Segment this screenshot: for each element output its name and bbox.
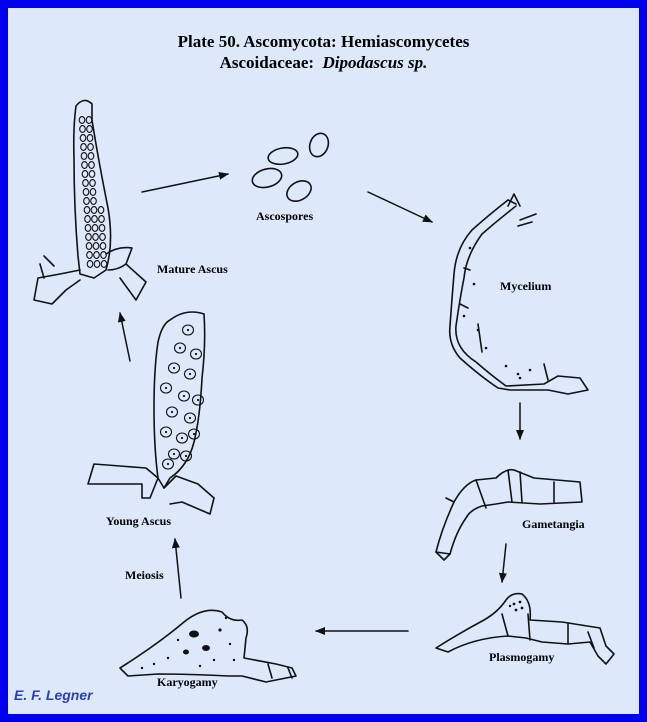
ascospores-drawing [251,132,330,202]
young-ascus-drawing [87,311,215,515]
label-mycelium: Mycelium [500,279,552,293]
label-karyogamy: Karyogamy [157,675,218,689]
family-name: Ascoidaceae: [219,53,315,72]
plate-panel: Plate 50. Ascomycota: Hemiascomycetes As… [8,8,639,714]
mature-ascus-drawing [33,99,147,305]
arrow-to-ascospores [141,171,229,193]
mycelium-drawing [448,193,589,395]
genus-name: Dipodascus sp. [322,53,428,72]
karyogamy-drawing [119,609,297,683]
label-plasmogamy: Plasmogamy [489,650,555,664]
cycle-arrows [117,171,524,635]
label-young-ascus: Young Ascus [106,514,172,528]
life-cycle-drawing [33,99,615,683]
arrow-to-plasmogamy [498,543,507,583]
label-mature-ascus: Mature Ascus [157,262,228,276]
arrow-meiosis [171,538,182,599]
label-meiosis: Meiosis [125,568,164,582]
label-gametangia: Gametangia [522,517,585,531]
plasmogamy-drawing [435,592,615,665]
gametangia-drawing [435,468,583,561]
arrow-to-mature-ascus [117,312,131,362]
plate-subtitle: Ascoidaceae: Dipodascus sp. [8,53,639,73]
label-ascospores: Ascospores [256,209,314,223]
plate-title: Plate 50. Ascomycota: Hemiascomycetes [177,32,470,51]
arrow-to-mycelium [367,191,433,223]
author-credit: E. F. Legner [14,687,93,703]
